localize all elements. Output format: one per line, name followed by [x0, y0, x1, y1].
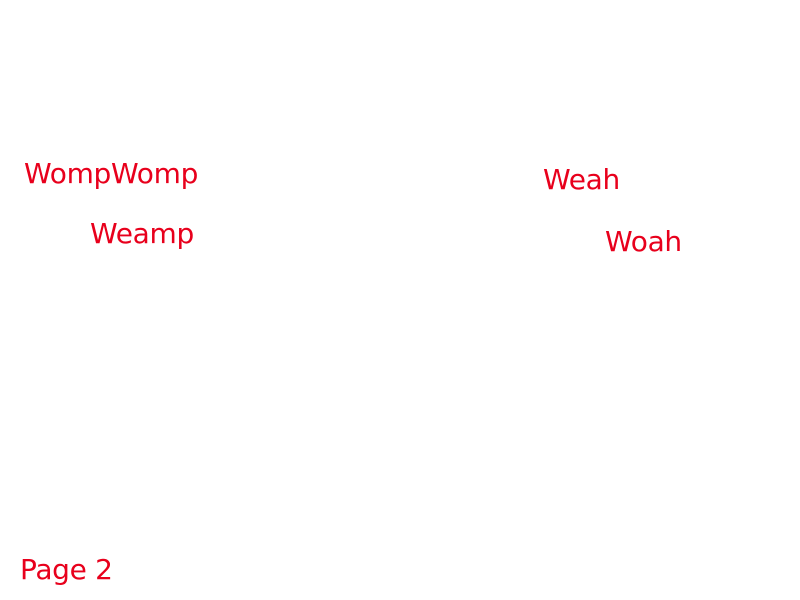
page-number: Page 2: [20, 553, 113, 586]
label-wompwomp: WompWomp: [24, 157, 199, 190]
label-woah: Woah: [605, 225, 682, 258]
label-weamp: Weamp: [90, 217, 194, 250]
label-weah: Weah: [543, 163, 620, 196]
